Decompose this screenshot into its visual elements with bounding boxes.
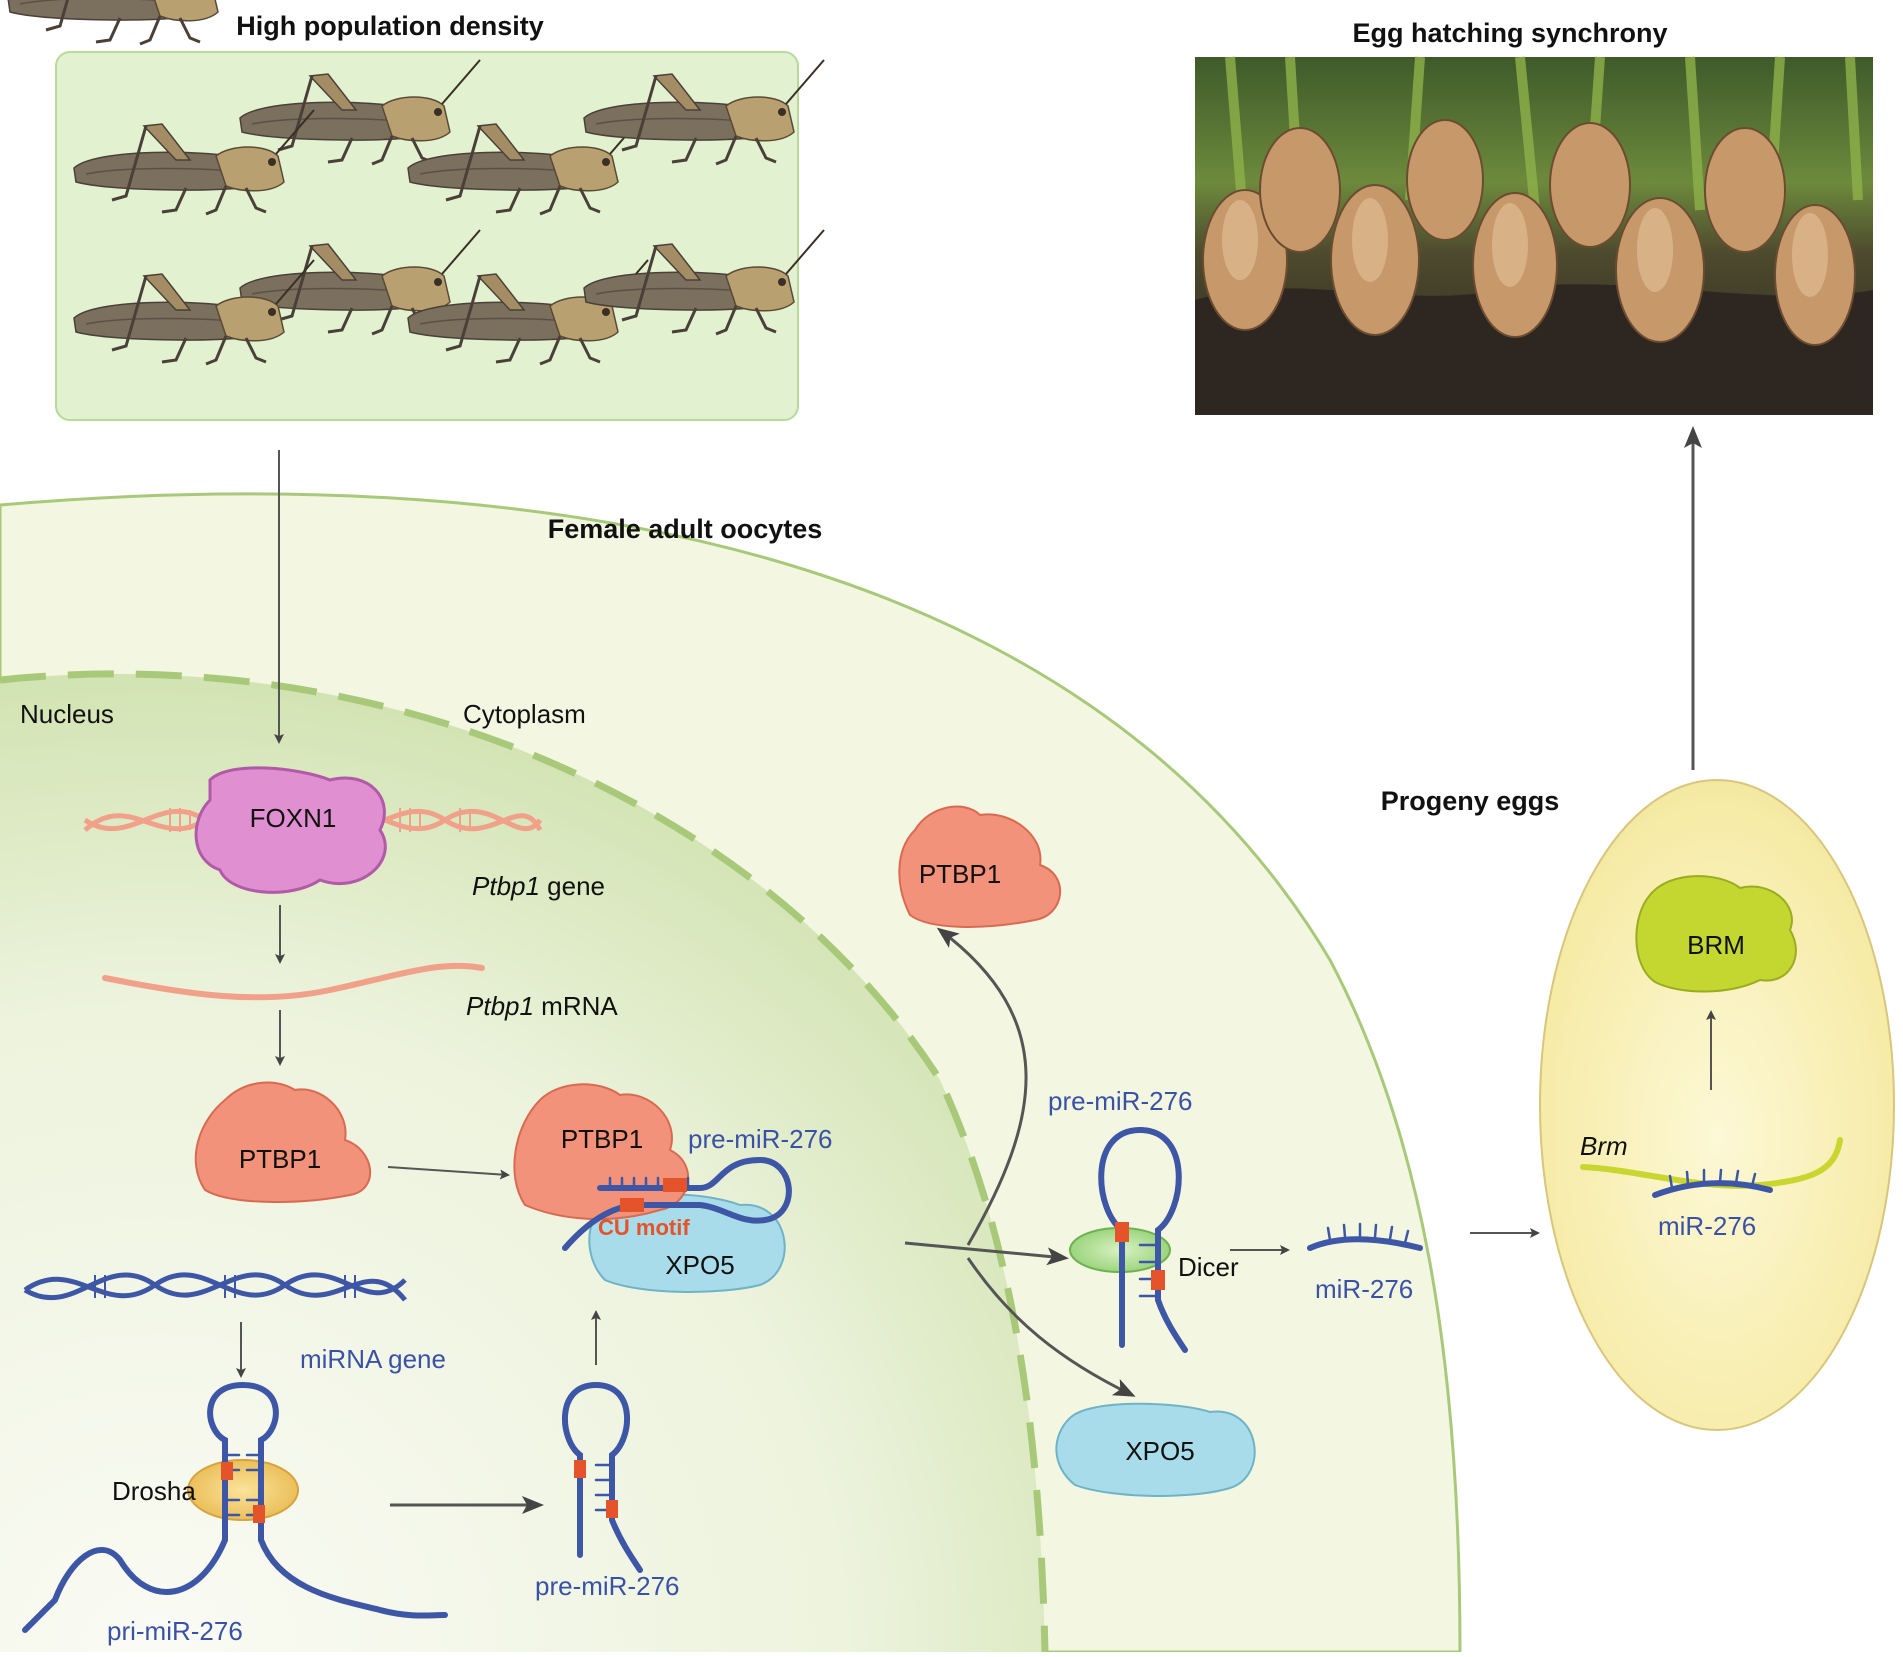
brm-label: BRM bbox=[1687, 930, 1745, 960]
foxn1-label: FOXN1 bbox=[250, 803, 337, 833]
premir-nucleus-mark-1 bbox=[574, 1460, 586, 1478]
locust-illustration bbox=[7, 0, 219, 46]
pre-mir-complex-label: pre-miR-276 bbox=[688, 1124, 833, 1154]
arrow-export-to-dicer bbox=[904, 1241, 1069, 1266]
hatching-title: Egg hatching synchrony bbox=[1352, 18, 1667, 48]
pri-mir-hairpin bbox=[22, 1381, 448, 1633]
pre-mir-dicer-label: pre-miR-276 bbox=[1048, 1086, 1193, 1116]
ptbp1-nucleus bbox=[194, 1081, 372, 1203]
density-title: High population density bbox=[236, 11, 543, 41]
cu-motif-label: CU motif bbox=[598, 1215, 690, 1240]
arrow-ptbp1-to-complex bbox=[387, 1166, 510, 1180]
mirna-gene-label: miRNA gene bbox=[300, 1344, 446, 1374]
nucleus-label: Nucleus bbox=[20, 699, 114, 729]
brm-gene-label: Brm bbox=[1580, 1131, 1628, 1161]
ptbp1-cytoplasm bbox=[898, 805, 1062, 928]
nuclear-envelope bbox=[0, 670, 1049, 1653]
ptbp1-gene-label: Ptbp1 gene bbox=[472, 871, 605, 901]
hatching-photo bbox=[1195, 56, 1873, 415]
drosha-enzyme bbox=[187, 1459, 299, 1521]
cu-motif-mark-1 bbox=[663, 1178, 687, 1192]
foxn1-protein bbox=[194, 766, 387, 894]
brm-protein bbox=[1635, 875, 1797, 993]
arrow-export-to-xpo5 bbox=[966, 1257, 1136, 1397]
progeny-egg bbox=[1539, 779, 1895, 1431]
drosha-cut-mark-2 bbox=[253, 1505, 265, 1523]
mir-bound-to-brm bbox=[1652, 1168, 1773, 1198]
oocytes-title: Female adult oocytes bbox=[548, 514, 823, 544]
dicer-cut-mark-2 bbox=[1151, 1270, 1165, 1290]
xpo5-cytoplasm bbox=[1055, 1402, 1256, 1497]
premir-nucleus-mark-2 bbox=[606, 1500, 618, 1518]
pre-mir-in-complex bbox=[562, 1156, 792, 1251]
mir-egg-label: miR-276 bbox=[1658, 1211, 1756, 1241]
cytoplasm-label: Cytoplasm bbox=[463, 699, 586, 729]
dicer-label: Dicer bbox=[1178, 1252, 1239, 1282]
ptbp1-mrna bbox=[102, 962, 485, 1001]
mature-mir bbox=[1307, 1222, 1423, 1251]
cu-motif-mark-2 bbox=[620, 1198, 644, 1212]
dicer-cut-mark-1 bbox=[1115, 1222, 1129, 1242]
xpo5-complex-label: XPO5 bbox=[665, 1250, 734, 1280]
xpo5-cytoplasm-label: XPO5 bbox=[1125, 1436, 1194, 1466]
ptbp1-nucleus-label: PTBP1 bbox=[239, 1144, 321, 1174]
drosha-label: Drosha bbox=[112, 1476, 196, 1506]
mirna-gene-dna bbox=[23, 1272, 407, 1302]
pri-mir-label: pri-miR-276 bbox=[107, 1616, 243, 1646]
ptbp1-cytoplasm-label: PTBP1 bbox=[919, 859, 1001, 889]
progeny-title: Progeny eggs bbox=[1381, 786, 1560, 816]
ptbp1-mrna-label: Ptbp1 mRNA bbox=[466, 991, 618, 1021]
mir-cytoplasm-label: miR-276 bbox=[1315, 1274, 1413, 1304]
drosha-cut-mark-1 bbox=[221, 1462, 233, 1480]
pre-mir-nucleus-label: pre-miR-276 bbox=[535, 1571, 680, 1601]
ptbp1-complex-label: PTBP1 bbox=[561, 1124, 643, 1154]
arrow-export-to-ptbp1 bbox=[936, 927, 1028, 1246]
